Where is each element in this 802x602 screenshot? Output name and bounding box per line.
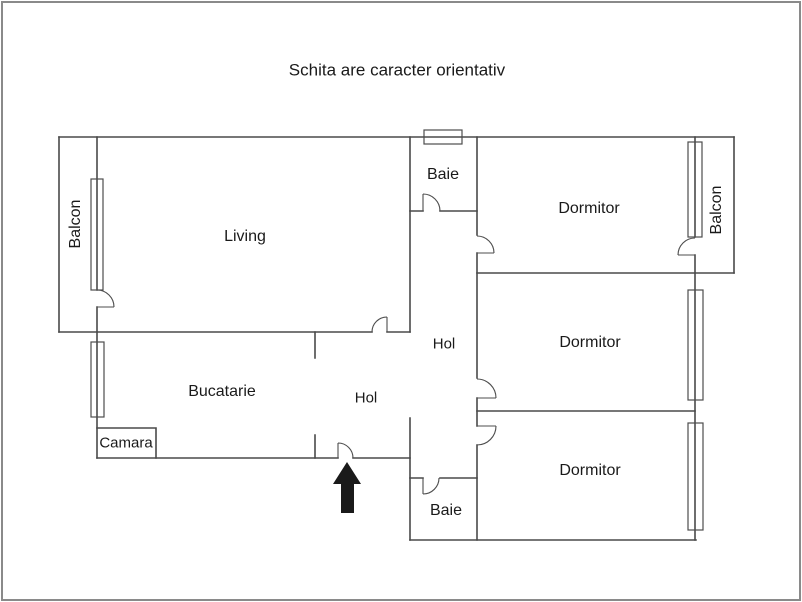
door-baie-top	[422, 193, 441, 212]
window-dormitor-1	[687, 141, 703, 238]
room-label-hol-entry: Hol	[354, 389, 378, 407]
room-label-living: Living	[224, 228, 266, 245]
door-entrance	[337, 442, 354, 459]
room-label-dormitor-1: Dormitor	[558, 200, 620, 217]
door-living-hol	[371, 316, 388, 333]
door-living-balcon	[96, 289, 115, 308]
walls	[58, 136, 735, 541]
door-dormitor-1	[476, 235, 495, 254]
room-label-camara: Camara	[99, 434, 153, 452]
window-dormitor-2	[687, 289, 704, 401]
room-label-baie-bottom: Baie	[429, 502, 463, 519]
room-label-dormitor-2: Dormitor	[559, 334, 621, 351]
window-dormitor-3	[687, 422, 704, 531]
door-dormitor-3	[476, 425, 497, 446]
door-dormitor1-balcon	[677, 237, 696, 256]
entrance-arrow-icon	[333, 462, 361, 513]
room-label-hol-corridor: Hol	[432, 335, 456, 353]
room-label-balcon-left: Balcon	[67, 199, 84, 249]
window-bucatarie	[90, 341, 105, 418]
room-label-balcon-right: Balcon	[708, 185, 725, 235]
doors	[96, 193, 696, 495]
door-baie-bottom	[422, 477, 440, 495]
room-label-baie-top: Baie	[426, 166, 460, 183]
door-dormitor-2	[476, 378, 497, 399]
room-label-bucatarie: Bucatarie	[188, 383, 256, 400]
plan-title: Schita are caracter orientativ	[288, 60, 506, 80]
window-baie-top	[423, 129, 463, 145]
room-label-dormitor-3: Dormitor	[559, 462, 621, 479]
